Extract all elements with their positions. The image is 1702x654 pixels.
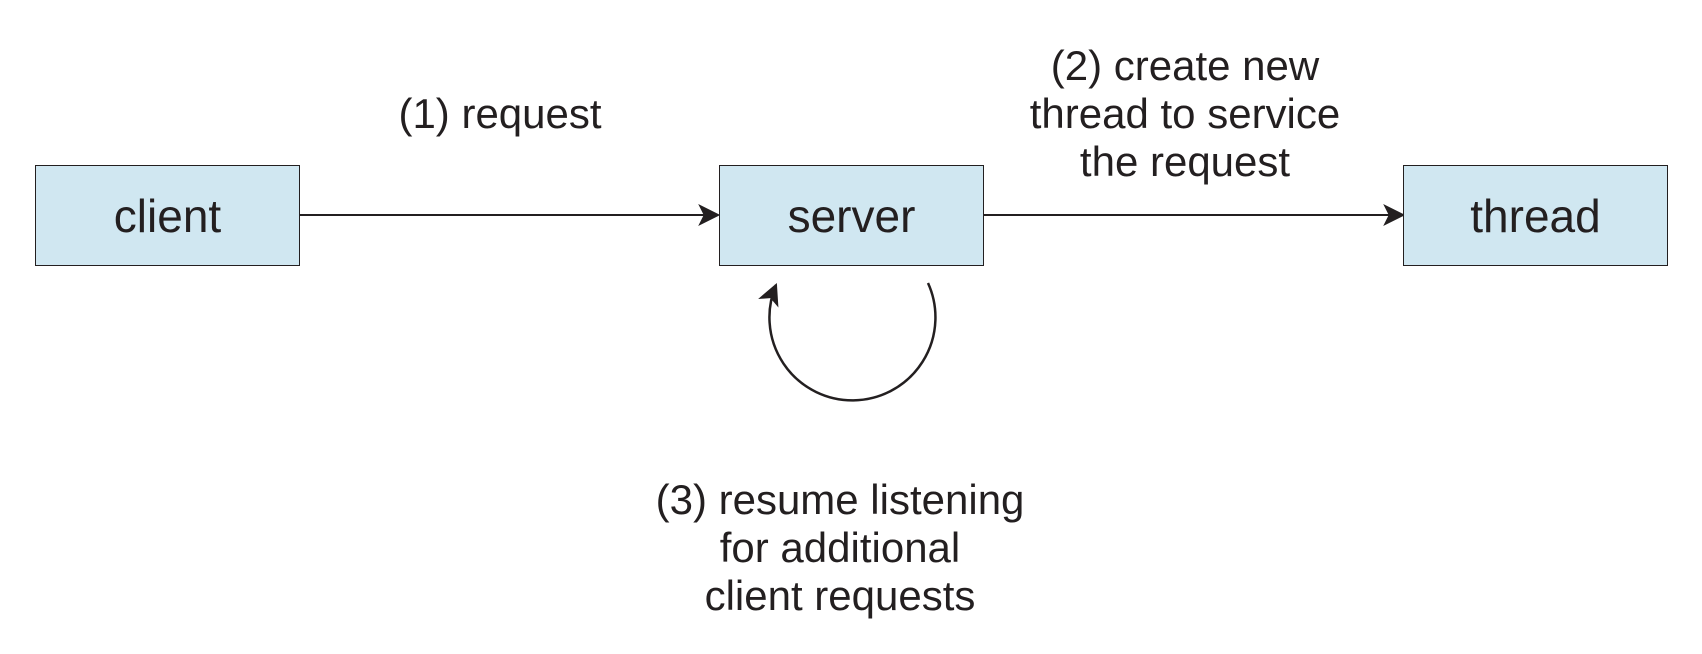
request-label-line-1: (1) request	[398, 90, 602, 137]
client-node-label: client	[113, 189, 222, 242]
thread-node-label: thread	[1470, 189, 1601, 242]
resume-listening-label-line-1: (3) resume listening	[655, 476, 1025, 523]
create-thread-label: (2) create new thread to service the req…	[980, 42, 1390, 186]
create-thread-label-line-1: (2) create new	[1050, 42, 1320, 89]
server-node-label: server	[787, 189, 916, 242]
server-node: server	[719, 165, 984, 266]
client-node: client	[35, 165, 300, 266]
resume-listening-label-line-2: for additional	[719, 524, 961, 571]
request-label: (1) request	[370, 90, 630, 138]
create-thread-label-line-2: thread to service	[1029, 90, 1341, 137]
resume-listening-label-line-3: client requests	[704, 572, 976, 619]
resume-listening-loop-arrow	[758, 282, 937, 402]
thread-node: thread	[1403, 165, 1668, 266]
create-thread-label-line-3: the request	[1079, 138, 1291, 185]
resume-listening-label: (3) resume listening for additional clie…	[600, 476, 1080, 620]
